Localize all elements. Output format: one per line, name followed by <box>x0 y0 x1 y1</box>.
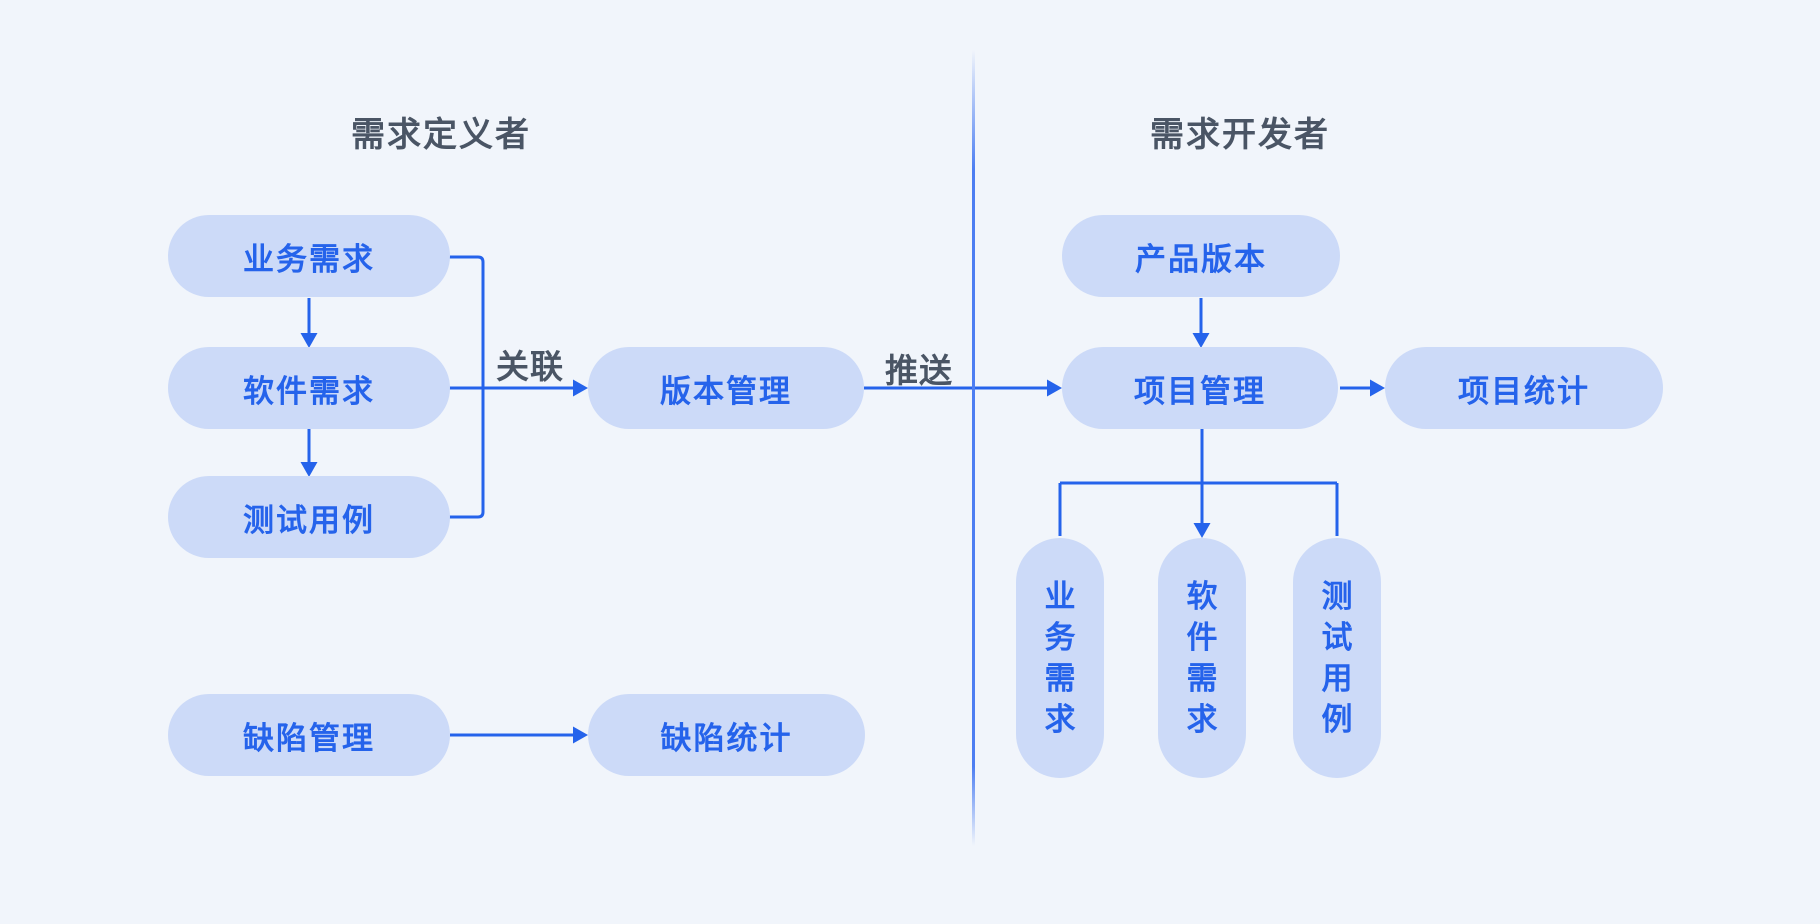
node-project-statistics: 项目统计 <box>1385 347 1663 429</box>
node-test-cases-right: 测试用例 <box>1293 538 1381 778</box>
node-software-requirements-left: 软件需求 <box>168 347 450 429</box>
section-divider <box>972 50 975 846</box>
arrow-project-management-to-statistics <box>1340 379 1385 397</box>
node-business-requirements-left: 业务需求 <box>168 215 450 297</box>
edge-label-push: 推送 <box>885 352 953 389</box>
arrow-defect-management-to-statistics <box>450 726 588 744</box>
node-product-version: 产品版本 <box>1062 215 1340 297</box>
node-project-management: 项目管理 <box>1062 347 1338 429</box>
arrow-software-to-testcase <box>300 429 318 477</box>
node-business-requirements-right-label: 业务需求 <box>1044 579 1076 737</box>
arrow-business-to-software <box>300 298 318 348</box>
node-defect-statistics: 缺陷统计 <box>588 694 865 776</box>
node-defect-management: 缺陷管理 <box>168 694 450 776</box>
node-test-cases-right-label: 测试用例 <box>1321 579 1353 737</box>
node-software-requirements-right: 软件需求 <box>1158 538 1246 778</box>
node-test-cases-left: 测试用例 <box>168 476 450 558</box>
node-software-requirements-right-label: 软件需求 <box>1186 579 1218 737</box>
node-business-requirements-right: 业务需求 <box>1016 538 1104 778</box>
right-section-title: 需求开发者 <box>1150 116 1330 154</box>
branch-project-management-to-items <box>1058 429 1339 538</box>
arrow-product-version-to-project-management <box>1192 298 1210 348</box>
left-section-title: 需求定义者 <box>351 116 531 154</box>
edge-label-associate: 关联 <box>496 348 564 385</box>
node-version-management: 版本管理 <box>588 347 864 429</box>
